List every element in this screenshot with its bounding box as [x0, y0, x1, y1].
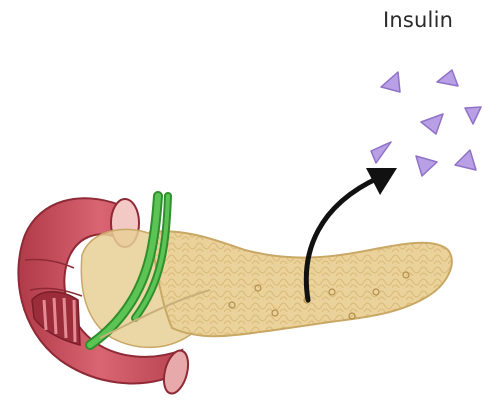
insulin-molecule	[416, 156, 437, 176]
insulin-molecule	[371, 142, 391, 163]
pancreas-body	[150, 231, 452, 336]
insulin-molecule	[381, 72, 400, 92]
insulin-molecule	[465, 107, 481, 124]
insulin-molecules	[371, 70, 481, 176]
insulin-molecule	[421, 114, 443, 134]
insulin-molecule	[437, 70, 458, 86]
insulin-molecule	[455, 150, 476, 170]
